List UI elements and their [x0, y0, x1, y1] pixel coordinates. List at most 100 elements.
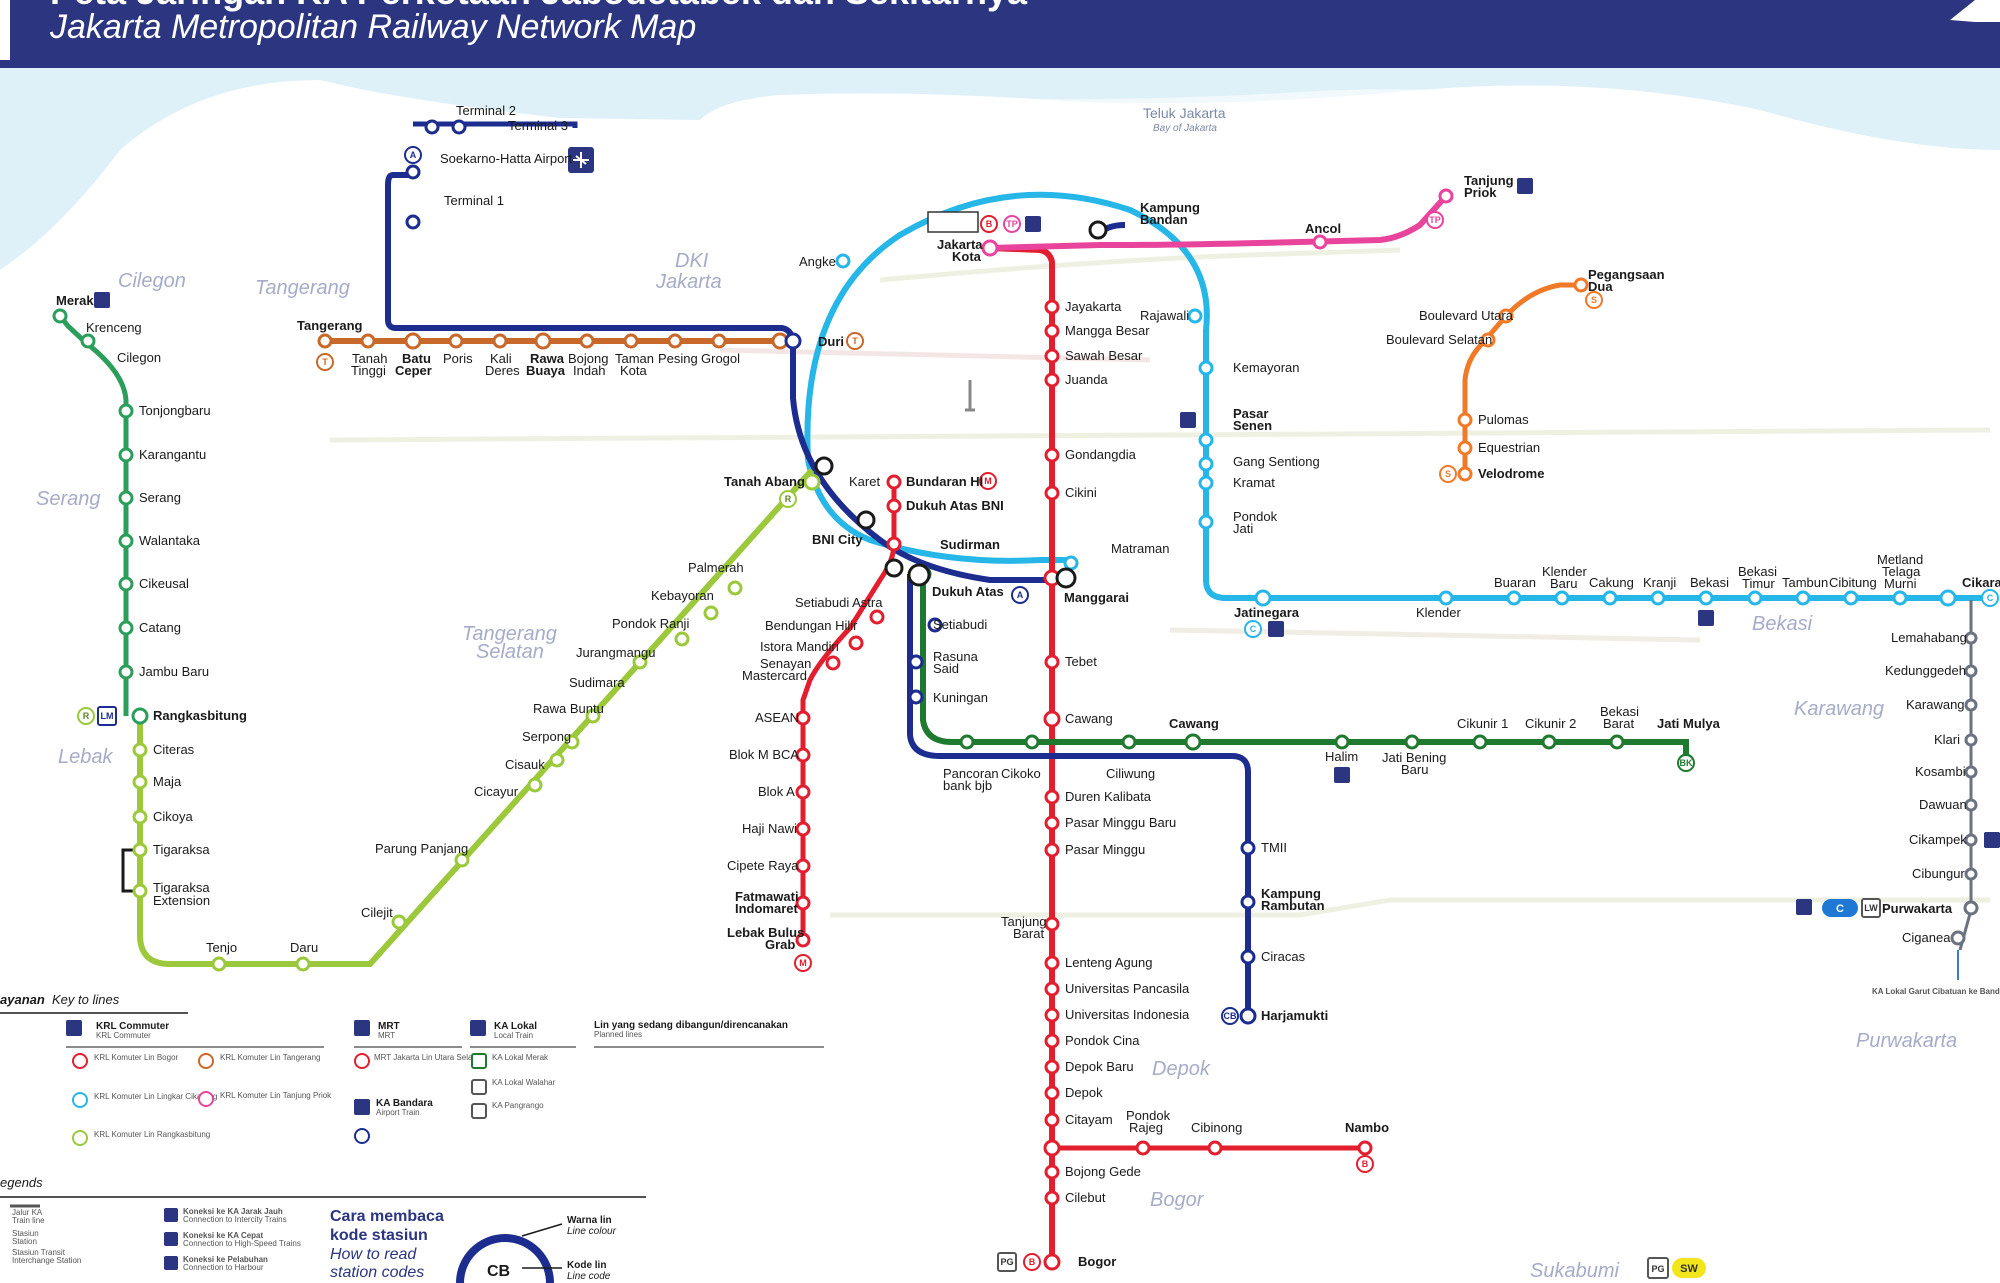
station-dot: [674, 631, 690, 647]
station-dot: [132, 774, 148, 790]
klari: Klari: [1934, 732, 1960, 747]
lebak-bulus-1: Lebak Bulus: [727, 925, 804, 940]
station-dot: [884, 558, 904, 578]
station-dot: [1240, 894, 1256, 910]
station-dot: [1438, 590, 1454, 606]
station-dot: [1011, 586, 1029, 604]
bay-inner-white: [700, 89, 1680, 140]
jakarta-kota-2: Kota: [952, 249, 982, 264]
pelabuhan-en: Connection to Harbour: [183, 1263, 264, 1272]
pondok-jati-1: Pondok: [1233, 509, 1278, 524]
station-dot: [72, 1092, 88, 1108]
cikampek: Cikampek: [1909, 832, 1967, 847]
pg-label: PG: [1651, 1264, 1664, 1274]
kode: Kode lin: [567, 1260, 606, 1271]
station-dot: [1043, 1253, 1061, 1271]
station-dot: [1357, 1140, 1373, 1156]
station-dot: [886, 474, 902, 490]
station-dot: [549, 752, 565, 768]
stasiun: Stasiun: [12, 1229, 39, 1238]
taman-kota-2: Kota: [620, 363, 648, 378]
tmii: TMII: [1261, 840, 1287, 855]
station-dot: [132, 742, 148, 758]
dukuh-atas: Dukuh Atas: [932, 584, 1004, 599]
kampung-bandan-1: Kampung: [1140, 200, 1200, 215]
kode-en: Line code: [567, 1271, 611, 1282]
station-dot: [779, 490, 797, 508]
station-dot: [980, 215, 998, 233]
kosambi: Kosambi: [1915, 764, 1966, 779]
station-dot: [527, 777, 543, 793]
palmerah: Palmerah: [688, 560, 744, 575]
station-dot: [856, 510, 876, 530]
univ-indonesia: Universitas Indonesia: [1065, 1007, 1190, 1022]
pondok-rajeg-1: Pondok: [1126, 1108, 1171, 1123]
pasar-senen-intercity-icon: [1180, 412, 1196, 428]
station-dot: [1044, 916, 1060, 932]
setiabudi-astra: Setiabudi Astra: [795, 595, 883, 610]
cibitung: Cibitung: [1829, 575, 1877, 590]
station-dot: [795, 858, 811, 874]
station-dot: [451, 119, 467, 135]
pondok-cina: Pondok Cina: [1065, 1033, 1140, 1048]
region-labels: Cilegon Tangerang DKI Jakarta Serang Leb…: [36, 105, 1957, 1282]
a: A: [1017, 590, 1024, 600]
station-dot: [1044, 789, 1060, 805]
region-depok: Depok: [1152, 1058, 1211, 1080]
station-dot: [354, 1053, 370, 1069]
station-dot: [1198, 432, 1214, 448]
station-dot: [1964, 733, 1978, 747]
pg-badge: [1647, 1257, 1669, 1279]
pesing: Pesing: [658, 351, 698, 366]
ka-lokal-sub: Local Train: [494, 1031, 533, 1040]
region-tangsel-1: Tangerang: [462, 623, 557, 645]
harjamukti: Harjamukti: [1261, 1008, 1328, 1023]
map-mark: [471, 1103, 487, 1119]
tanjung-priok-1: Tanjung: [1464, 173, 1514, 188]
cikoya: Cikoya: [153, 809, 194, 824]
station-dot: [981, 239, 999, 257]
station-dot: [492, 333, 508, 349]
istora-mandiri: Istora Mandiri: [760, 639, 839, 654]
station-dot: [1244, 620, 1262, 638]
station-dot: [391, 914, 407, 930]
station-dot: [1964, 798, 1978, 812]
station-dot: [959, 734, 975, 750]
cilegon: Cilegon: [117, 350, 161, 365]
mrt-m: MRT Jakarta Lin Utara Selatan: [374, 1053, 484, 1062]
station-dot: [886, 536, 902, 552]
station-dot: [1088, 220, 1108, 240]
bekasi-timur-1: Bekasi: [1738, 564, 1777, 579]
s: S: [1591, 295, 1597, 305]
juanda: Juanda: [1065, 372, 1108, 387]
station-dot: [534, 332, 552, 350]
krl-sub: KRL Commuter: [96, 1031, 151, 1040]
station-dot: [579, 333, 595, 349]
station-dot: [1044, 299, 1060, 315]
station-dot: [52, 308, 68, 324]
station-dot: [354, 1128, 370, 1144]
matraman: Matraman: [1111, 541, 1170, 556]
jatinegara: Jatinegara: [1234, 605, 1300, 620]
terminal1: Terminal 1: [444, 193, 504, 208]
station-dot: [908, 654, 924, 670]
howto-3: How to read: [330, 1246, 417, 1263]
kajj: Koneksi ke KA Jarak Jauh: [183, 1207, 283, 1216]
map-mark: [997, 1252, 1017, 1272]
station-dot: [1964, 867, 1978, 881]
cawang-lrt: Cawang: [1169, 716, 1219, 731]
station-dot: [1121, 734, 1137, 750]
region-jakarta: Jakarta: [655, 271, 722, 293]
station-dot: [448, 333, 464, 349]
line-lrt-bekasi: [920, 574, 1689, 762]
station-dot: [1044, 1033, 1060, 1049]
duren-kalibata: Duren Kalibata: [1065, 789, 1152, 804]
batu-ceper-2: Ceper: [395, 363, 432, 378]
tonjongbaru: Tonjongbaru: [139, 403, 211, 418]
lebak-bulus-2: Grab: [765, 937, 795, 952]
station-dot: [77, 707, 95, 725]
map-mark: [354, 1099, 370, 1115]
ciracas: Ciracas: [1261, 949, 1306, 964]
grogol: Grogol: [701, 351, 740, 366]
